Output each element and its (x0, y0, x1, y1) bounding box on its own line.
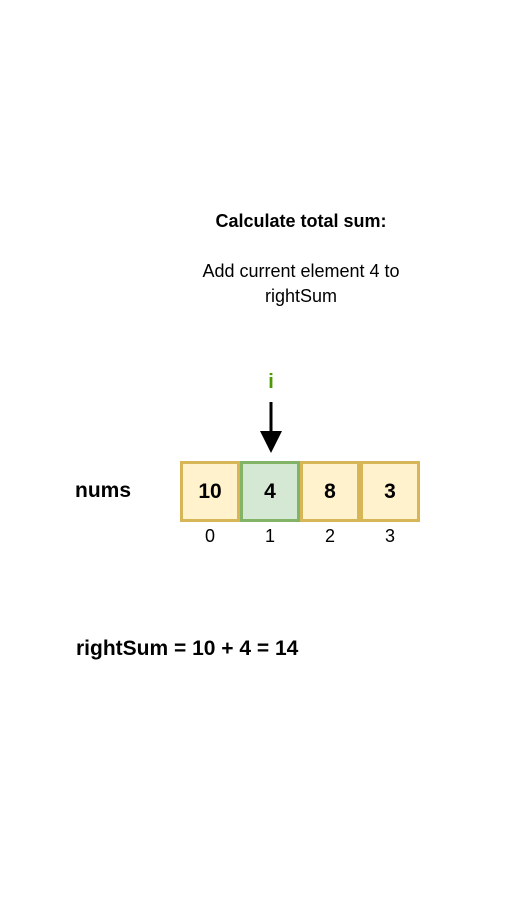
array-cells: 10 4 8 3 (180, 461, 420, 522)
pointer-arrow-icon (260, 402, 282, 453)
array-index: 1 (264, 526, 275, 546)
array-cell: 10 (180, 461, 240, 522)
pointer-label: i (268, 371, 274, 393)
array-cell: 4 (240, 461, 300, 522)
array-label: nums (75, 479, 132, 502)
array-index: 3 (384, 526, 395, 546)
array-indices: 0 1 2 3 (180, 526, 420, 547)
sum-expression: rightSum = 10 + 4 = 14 (76, 637, 299, 660)
array-index: 0 (204, 526, 215, 546)
array-index: 2 (324, 526, 335, 546)
array-cell: 8 (300, 461, 360, 522)
array-cell: 3 (360, 461, 420, 522)
step-title: Calculate total sum: (215, 211, 387, 231)
step-description: Add current element 4 to rightSum (202, 261, 400, 306)
